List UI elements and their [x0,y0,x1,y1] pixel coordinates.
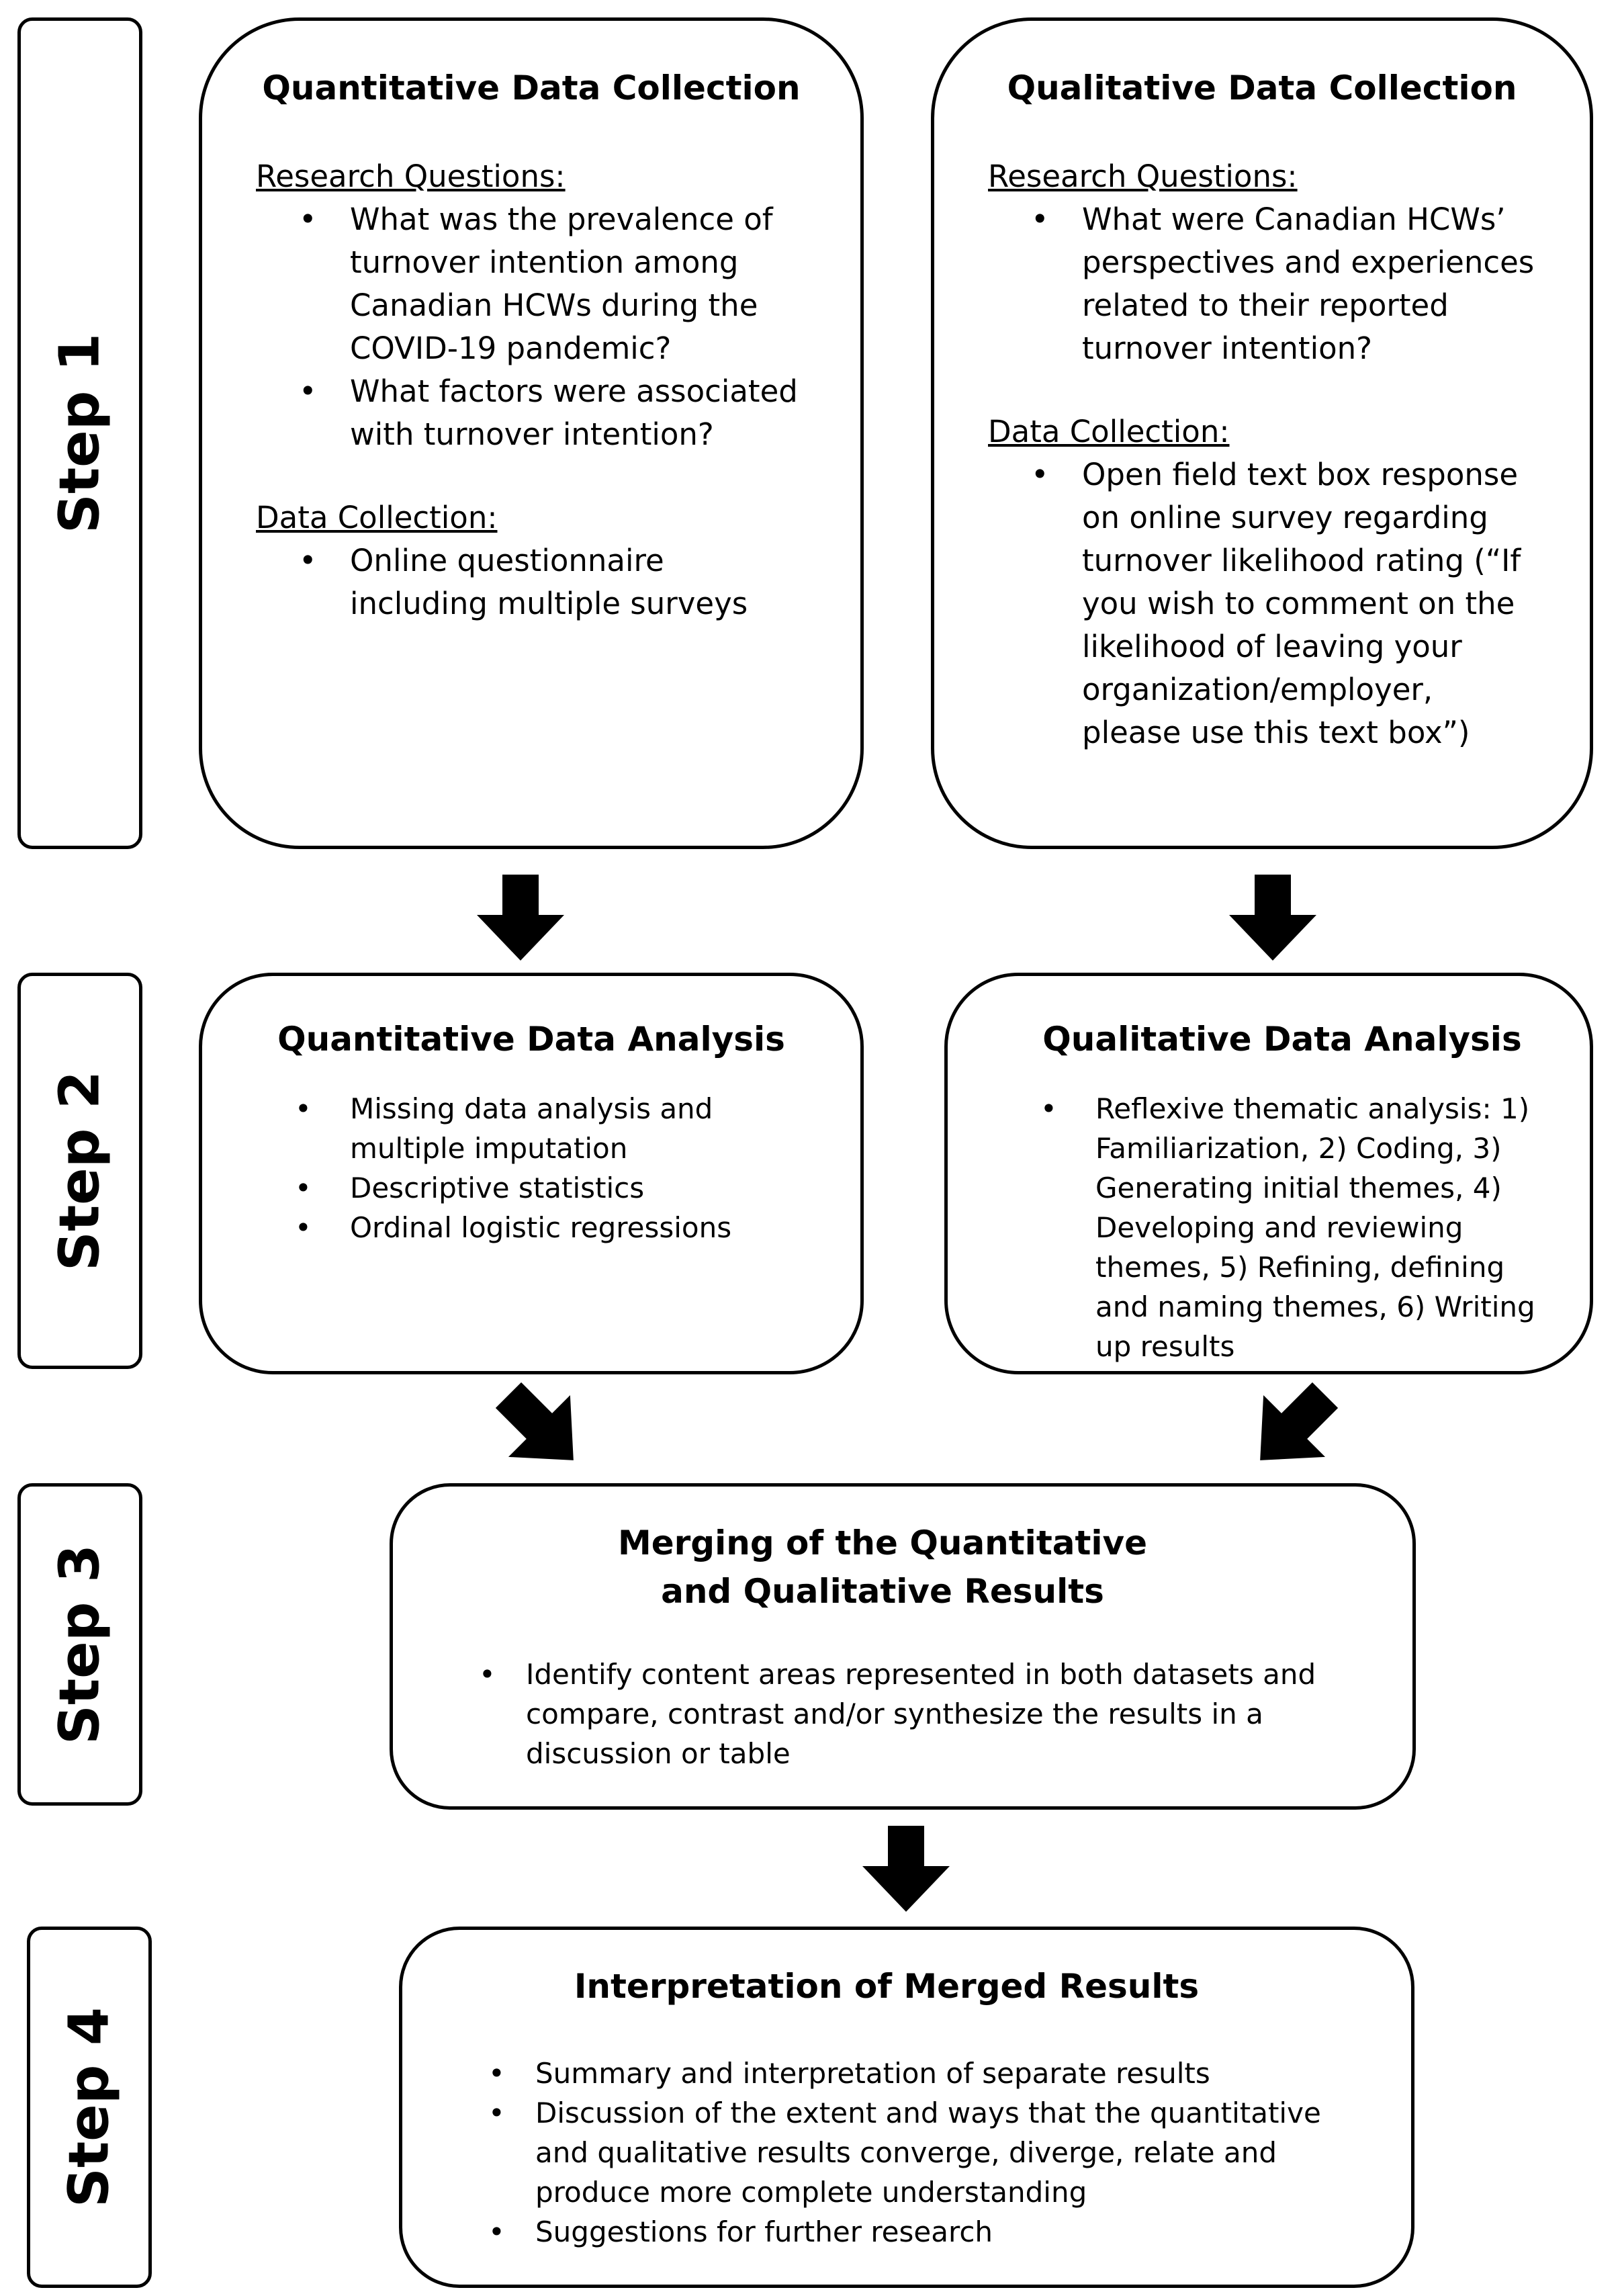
qualitative-analysis-box: Qualitative Data Analysis Reflexive them… [944,973,1593,1374]
arrow-down-merge-icon [862,1826,950,1912]
quantitative-collection-box: Quantitative Data Collection Research Qu… [199,17,864,849]
step-3-label-box: Step 3 [17,1483,142,1806]
quantitative-data-collection-list: Online questionnaire including multiple … [256,539,807,625]
step-1-label-box: Step 1 [17,17,142,849]
list-item: What were Canadian HCWs’ perspectives an… [988,198,1536,370]
step-4-label-box: Step 4 [27,1927,152,2288]
step-1-label: Step 1 [48,333,112,534]
quantitative-analysis-box: Quantitative Data Analysis Missing data … [199,973,864,1374]
list-item: Discussion of the extent and ways that t… [402,2093,1371,2212]
merging-list: Identify content areas represented in bo… [393,1654,1372,1773]
interpretation-list: Summary and interpretation of separate r… [402,2054,1371,2252]
merging-title-line-2: and Qualitative Results [661,1572,1104,1611]
list-item: Summary and interpretation of separate r… [402,2054,1371,2093]
quantitative-analysis-title: Quantitative Data Analysis [277,1020,785,1059]
quantitative-collection-title: Quantitative Data Collection [262,69,801,107]
merging-box: Merging of the Quantitative and Qualitat… [390,1483,1416,1810]
qualitative-research-questions-heading: Research Questions: [988,159,1298,194]
arrow-down-quant-icon [477,875,564,961]
step-2-label-box: Step 2 [17,973,142,1369]
list-item: Reflexive thematic analysis: 1) Familiar… [1001,1089,1563,1366]
arrow-down-qual-icon [1229,875,1316,961]
list-item: Online questionnaire including multiple … [256,539,807,625]
qualitative-analysis-title: Qualitative Data Analysis [1042,1020,1522,1059]
list-item: Suggestions for further research [402,2212,1371,2252]
list-item: Identify content areas represented in bo… [393,1654,1372,1773]
interpretation-box: Interpretation of Merged Results Summary… [399,1927,1414,2288]
qualitative-data-collection-heading: Data Collection: [988,414,1230,449]
qualitative-collection-title: Qualitative Data Collection [1007,69,1517,107]
quantitative-research-questions-list: What was the prevalence of turnover inte… [256,198,807,456]
quantitative-analysis-list: Missing data analysis and multiple imput… [256,1089,807,1247]
quantitative-data-collection-heading: Data Collection: [256,500,498,535]
list-item: What was the prevalence of turnover inte… [256,198,807,370]
qualitative-data-collection-list: Open field text box response on online s… [988,453,1536,754]
step-2-label: Step 2 [48,1070,112,1272]
qualitative-analysis-list: Reflexive thematic analysis: 1) Familiar… [1001,1089,1563,1366]
step-3-label: Step 3 [48,1544,112,1745]
list-item: Missing data analysis and multiple imput… [256,1089,807,1168]
qualitative-collection-box: Qualitative Data Collection Research Que… [931,17,1593,849]
merging-title-line-1: Merging of the Quantitative [617,1524,1148,1562]
arrow-diagonal-left-icon [1260,1382,1339,1460]
qualitative-research-questions-list: What were Canadian HCWs’ perspectives an… [988,198,1536,370]
step-4-label: Step 4 [57,2006,122,2208]
list-item: What factors were associated with turnov… [256,370,807,456]
list-item: Descriptive statistics [256,1168,807,1208]
list-item: Ordinal logistic regressions [256,1208,807,1247]
quantitative-research-questions-heading: Research Questions: [256,159,566,194]
list-item: Open field text box response on online s… [988,453,1536,754]
arrow-diagonal-right-icon [495,1382,574,1460]
interpretation-title: Interpretation of Merged Results [574,1967,1200,2006]
